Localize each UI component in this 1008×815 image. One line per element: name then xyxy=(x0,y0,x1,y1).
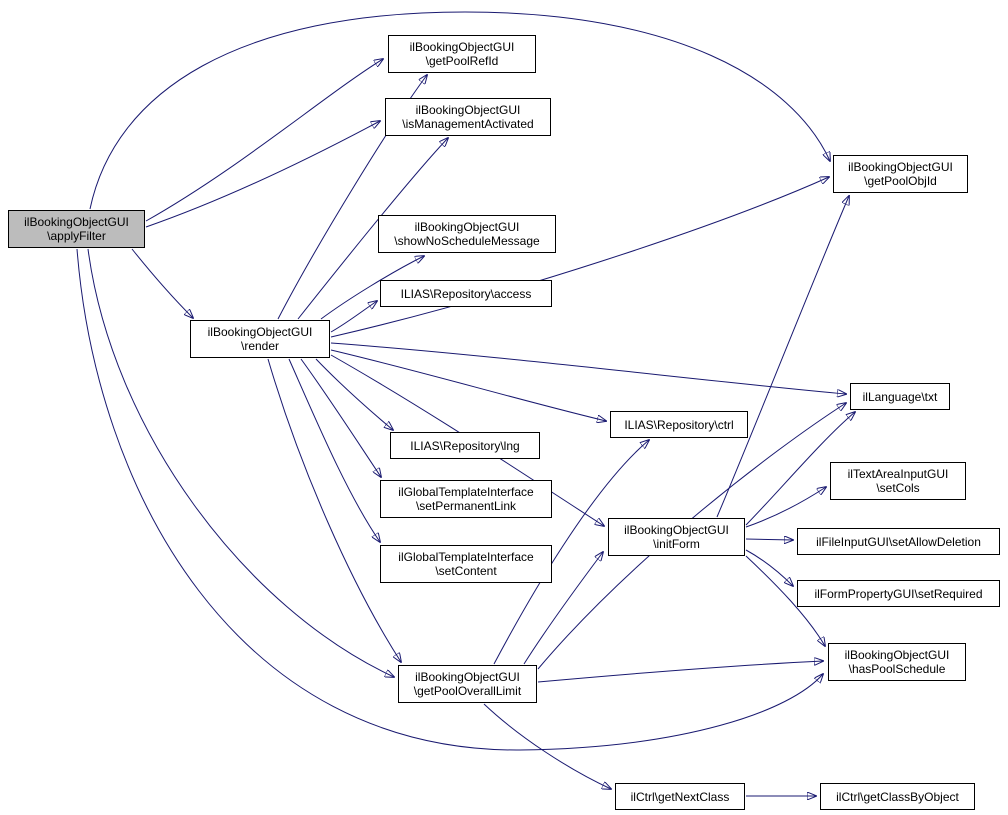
node-label: ilBookingObjectGUI xyxy=(624,523,729,537)
node-setrequired[interactable]: ilFormPropertyGUI\setRequired xyxy=(797,580,1000,607)
edge-applyfilter-to-getpoolrefid xyxy=(145,59,383,222)
node-label: \getPoolObjId xyxy=(864,174,937,188)
edge-applyfilter-to-haspoolschedule xyxy=(76,248,823,751)
edge-initform-to-setrequired xyxy=(745,549,793,586)
node-label: \showNoScheduleMessage xyxy=(394,234,540,248)
node-repository-access[interactable]: ILIAS\Repository\access xyxy=(380,280,552,307)
node-label: \render xyxy=(240,339,280,353)
node-label: \applyFilter xyxy=(47,229,106,243)
node-setpermanentlink[interactable]: ilGlobalTemplateInterface \setPermanentL… xyxy=(380,480,552,518)
node-language-txt[interactable]: ilLanguage\txt xyxy=(850,383,950,410)
edge-render-to-shownoschedulemessage xyxy=(320,256,424,320)
node-label: \hasPoolSchedule xyxy=(848,662,946,676)
node-label: ILIAS\Repository\ctrl xyxy=(624,417,734,432)
node-repository-ctrl[interactable]: ILIAS\Repository\ctrl xyxy=(610,411,748,438)
node-label: \initForm xyxy=(653,537,700,551)
node-label: \setCols xyxy=(876,481,920,495)
node-label: ilTextAreaInputGUI xyxy=(847,467,949,481)
edge-initform-to-txt xyxy=(745,412,855,526)
node-ismanagementactivated[interactable]: ilBookingObjectGUI \isManagementActivate… xyxy=(385,98,551,136)
node-label: \isManagementActivated xyxy=(402,117,534,131)
edge-render-to-setcontent xyxy=(288,358,380,542)
node-getclassbyobject[interactable]: ilCtrl\getClassByObject xyxy=(820,783,975,810)
edge-getpooloveralllimit-to-haspoolschedule xyxy=(537,661,823,683)
node-label: ilCtrl\getNextClass xyxy=(630,789,730,804)
edge-render-to-getpooloveralllimit xyxy=(267,358,401,662)
edge-render-to-getpoolrefid xyxy=(277,75,427,320)
node-setcols[interactable]: ilTextAreaInputGUI \setCols xyxy=(830,462,966,500)
node-getpoolrefid[interactable]: ilBookingObjectGUI \getPoolRefId xyxy=(388,35,536,73)
node-label: ilBookingObjectGUI xyxy=(24,215,129,229)
edge-render-to-getpoolobjid xyxy=(330,177,829,338)
edge-render-to-access xyxy=(330,301,377,333)
edge-getpooloveralllimit-to-ctrl xyxy=(493,440,649,665)
node-initform[interactable]: ilBookingObjectGUI \initForm xyxy=(608,518,745,556)
node-label: ilBookingObjectGUI xyxy=(414,220,520,234)
node-getpooloveralllimit[interactable]: ilBookingObjectGUI \getPoolOverallLimit xyxy=(398,665,537,703)
edge-initform-to-getpoolobjid xyxy=(716,196,849,518)
node-setcontent[interactable]: ilGlobalTemplateInterface \setContent xyxy=(380,545,552,583)
node-label: ilBookingObjectGUI xyxy=(207,325,313,339)
node-label: ilFormPropertyGUI\setRequired xyxy=(814,586,983,601)
node-repository-lng[interactable]: ILIAS\Repository\lng xyxy=(390,432,540,459)
edge-render-to-setpermanentlink xyxy=(300,358,381,477)
node-applyfilter[interactable]: ilBookingObjectGUI \applyFilter xyxy=(8,210,145,248)
edge-initform-to-haspoolschedule xyxy=(745,555,825,646)
node-label: \getPoolRefId xyxy=(425,54,499,68)
edge-initform-to-setcols xyxy=(745,487,826,528)
edge-render-to-lng xyxy=(315,358,393,430)
node-label: ilCtrl\getClassByObject xyxy=(836,789,959,804)
node-getnextclass[interactable]: ilCtrl\getNextClass xyxy=(615,783,745,810)
node-label: ilBookingObjectGUI xyxy=(844,648,950,662)
edge-render-to-txt xyxy=(330,342,846,394)
node-label: ILIAS\Repository\lng xyxy=(410,438,520,453)
node-label: \getPoolOverallLimit xyxy=(413,684,522,698)
edge-applyfilter-to-getpooloveralllimit xyxy=(87,248,394,677)
node-label: ilBookingObjectGUI xyxy=(848,160,953,174)
edge-applyfilter-to-render xyxy=(131,248,193,318)
edge-applyfilter-to-getpoolobjid xyxy=(89,11,830,210)
node-getpoolobjid[interactable]: ilBookingObjectGUI \getPoolObjId xyxy=(833,155,968,193)
edge-getpooloveralllimit-to-txt xyxy=(537,403,846,670)
node-label: ILIAS\Repository\access xyxy=(400,286,532,301)
node-label: ilBookingObjectGUI xyxy=(415,670,520,684)
node-label: ilGlobalTemplateInterface xyxy=(398,550,534,564)
edge-render-to-ctrl xyxy=(330,349,606,421)
node-label: \setContent xyxy=(435,564,497,578)
edge-applyfilter-to-ismanagementactivated xyxy=(145,121,380,228)
edge-render-to-ismanagementactivated xyxy=(297,138,448,320)
node-label: \setPermanentLink xyxy=(415,499,517,513)
node-render[interactable]: ilBookingObjectGUI \render xyxy=(190,320,330,358)
edge-getpooloveralllimit-to-getnextclass xyxy=(483,703,611,789)
node-label: ilGlobalTemplateInterface xyxy=(398,485,534,499)
node-label: ilLanguage\txt xyxy=(862,389,938,404)
node-label: ilFileInputGUI\setAllowDeletion xyxy=(816,534,981,549)
node-haspoolschedule[interactable]: ilBookingObjectGUI \hasPoolSchedule xyxy=(828,643,966,681)
node-label: ilBookingObjectGUI xyxy=(409,40,515,54)
node-setallowdeletion[interactable]: ilFileInputGUI\setAllowDeletion xyxy=(797,528,1000,555)
edge-initform-to-setallowdeletion xyxy=(745,539,793,540)
node-label: ilBookingObjectGUI xyxy=(415,103,521,117)
edge-getpooloveralllimit-to-initform xyxy=(523,552,603,665)
node-shownoschedulemessage[interactable]: ilBookingObjectGUI \showNoScheduleMessag… xyxy=(378,215,556,253)
